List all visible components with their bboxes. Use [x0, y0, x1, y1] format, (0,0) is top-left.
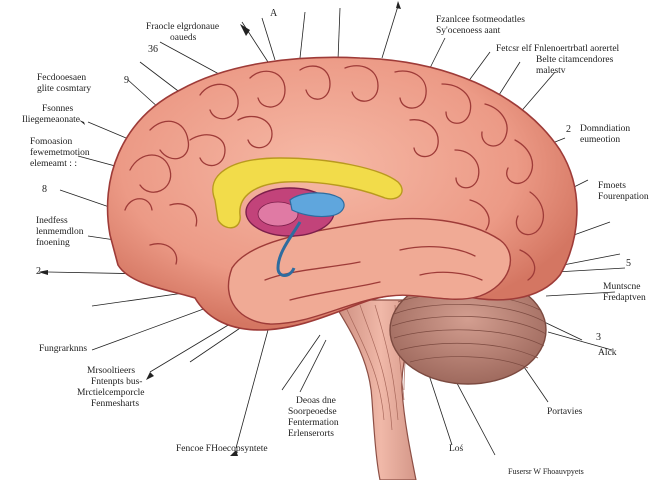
cerebellum-folia: [391, 293, 547, 369]
magenta-inner: [257, 201, 299, 227]
label-left-2-num: 9: [124, 75, 129, 86]
label-right-5-num: 3: [596, 332, 601, 343]
label-right-1-num: 2: [566, 124, 571, 135]
label-left-8-num: 2: [36, 266, 41, 277]
label-left-6-num: 8: [42, 184, 47, 195]
label-top-num: A: [270, 8, 278, 19]
label-left-9: Fungrarknns: [39, 344, 88, 354]
label-bottom-right: Portavies: [547, 407, 583, 417]
gyri-sulci: [124, 65, 544, 301]
label-right-6: Alck: [598, 348, 617, 358]
label-left-1-num: 36: [148, 44, 158, 55]
hippocampus-tail: [276, 221, 302, 277]
label-bottom-mid: Loś: [449, 444, 464, 454]
blue-ventricle: [289, 192, 345, 218]
label-bottom-right-caption: Fusersr W Fhoauvpyets: [508, 467, 584, 476]
label-right-3-num: 5: [626, 258, 631, 269]
yellow-corpus: [212, 157, 403, 229]
label-bottom-center-2: Fencoe FHoecopsyntete: [176, 444, 268, 454]
arrowheads: [38, 1, 401, 456]
